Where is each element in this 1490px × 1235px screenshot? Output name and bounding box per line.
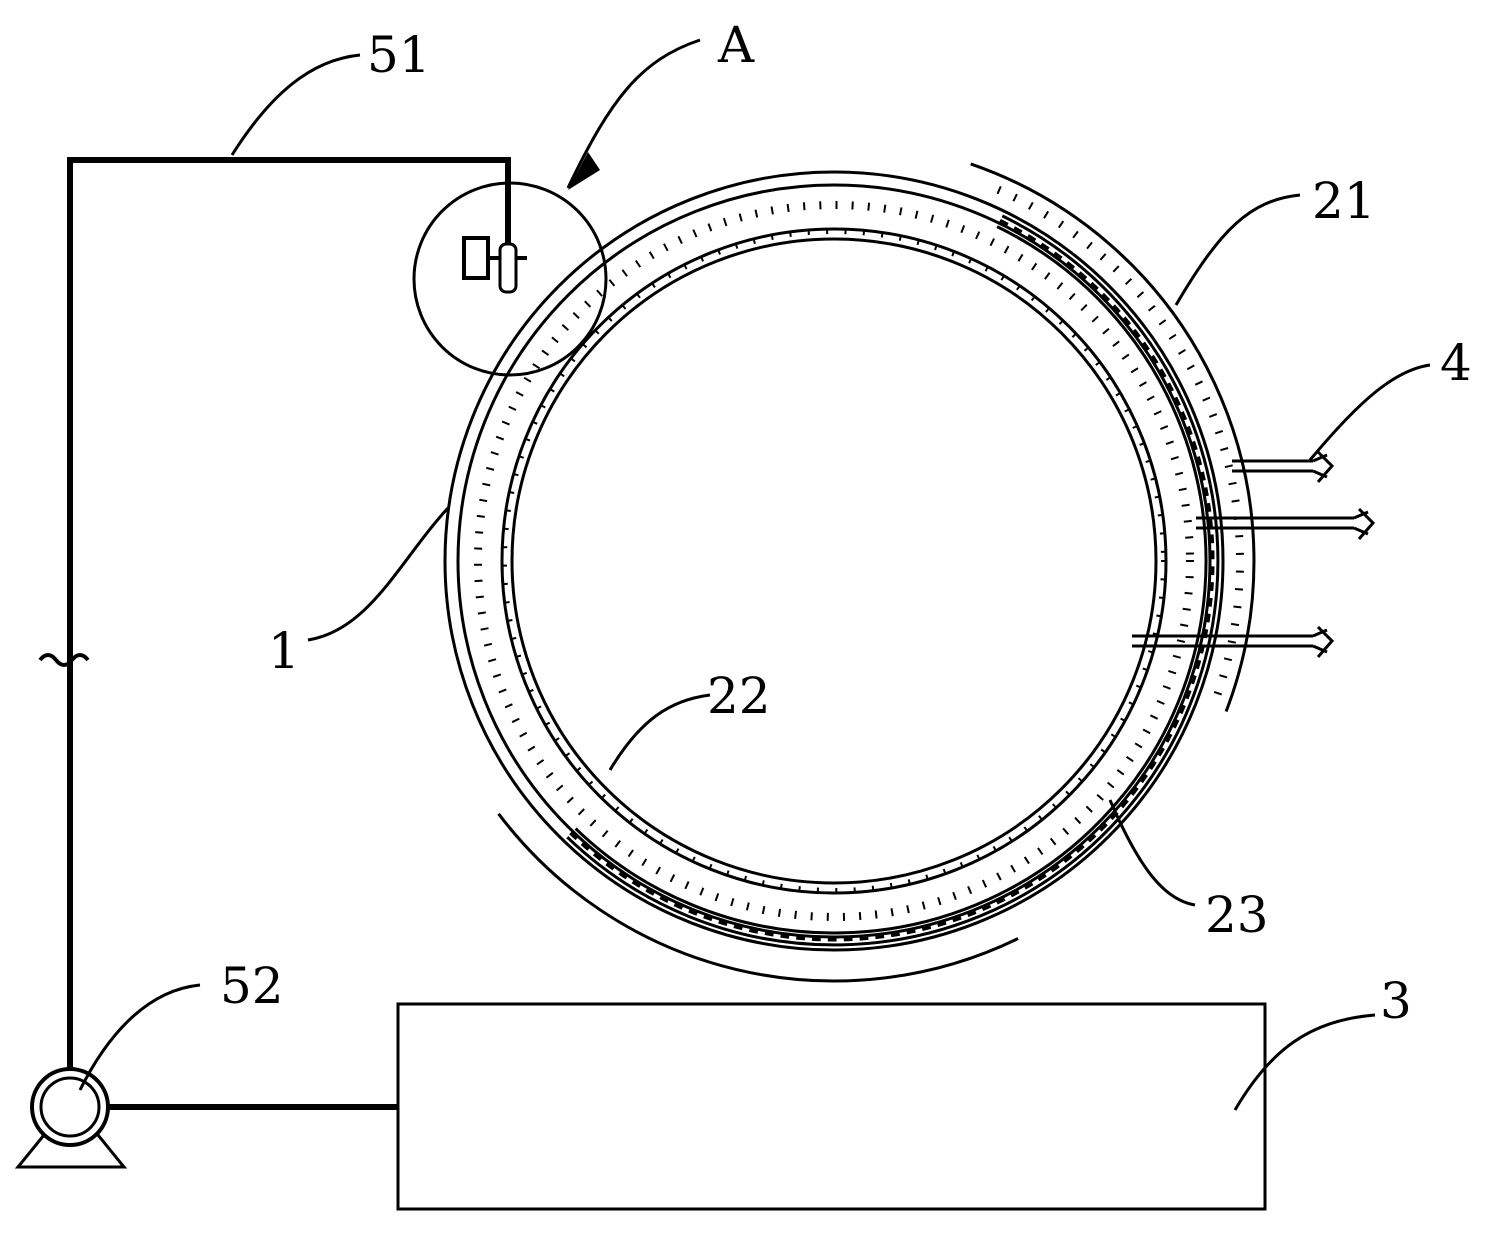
label-23: 23: [1205, 886, 1269, 944]
label-21: 21: [1312, 172, 1376, 230]
tank-3: [396, 1002, 1267, 1211]
pump-52: [14, 1067, 128, 1169]
detail-circle-a: [412, 181, 608, 377]
label-22: 22: [707, 667, 771, 725]
label-51: 51: [367, 26, 431, 84]
label-a: A: [717, 16, 755, 74]
leader-lines: [78, 38, 1431, 1111]
outer-ring-1: [443, 170, 1225, 952]
sleeve-21: [970, 162, 1256, 829]
nozzle: [412, 181, 608, 377]
label-4: 4: [1440, 334, 1472, 392]
label-1: 1: [268, 622, 300, 680]
label-3: 3: [1380, 972, 1412, 1030]
label-52: 52: [220, 957, 284, 1015]
arrows-4: [1132, 450, 1376, 658]
sleeve-lower: [497, 812, 1112, 983]
pipe-51: [38, 157, 511, 1110]
